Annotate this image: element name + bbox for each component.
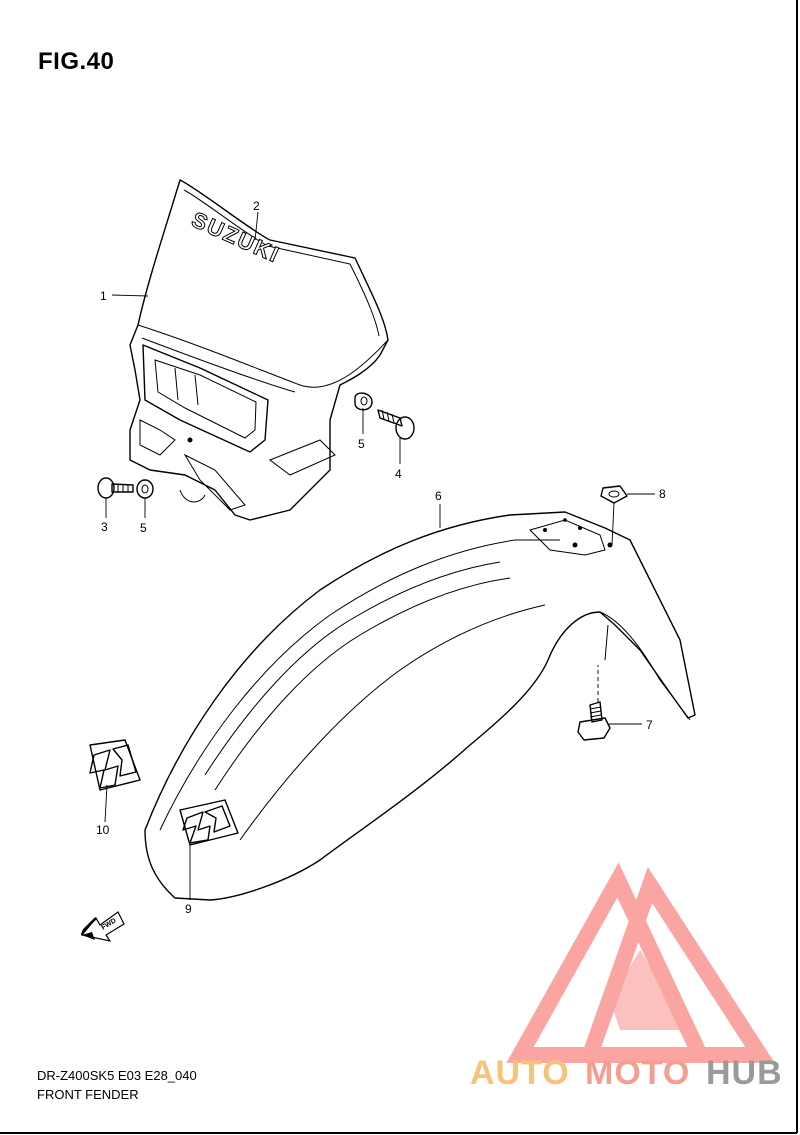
watermark-word-auto: AUTO: [470, 1054, 570, 1092]
figure-title: FIG.40: [38, 48, 115, 75]
washer-part-5b: [136, 479, 154, 499]
callout-7: 7: [646, 718, 653, 732]
watermark-word-hub: HUB: [706, 1054, 783, 1092]
headlight-housing: [129, 179, 389, 521]
callout-10: 10: [96, 823, 110, 837]
washer-part-5a: [354, 392, 373, 411]
bolt-part-3: [97, 477, 134, 499]
suzuki-s-emblem-part-9: [179, 799, 239, 846]
leader-line-8-axis: [611, 502, 615, 546]
leader-line-2: [254, 211, 259, 241]
callout-2: 2: [253, 199, 260, 213]
flange-bolt-part-7: [577, 701, 611, 741]
callout-8: 8: [659, 487, 666, 501]
forward-direction-arrow-icon: [80, 911, 125, 942]
section-name-label: FRONT FENDER: [37, 1087, 139, 1102]
watermark-logo-icon: [506, 862, 775, 1063]
suzuki-s-emblem-part-10: [89, 739, 141, 791]
callout-1: 1: [100, 289, 107, 303]
front-fender: [144, 511, 696, 901]
callout-5a: 5: [358, 437, 365, 451]
leader-line-10: [104, 784, 108, 823]
watermark-text: AUTO MOTO HUB: [470, 1054, 783, 1092]
clip-nut-part-8: [600, 485, 628, 504]
callout-4: 4: [395, 467, 402, 481]
bolt-part-4: [377, 409, 415, 440]
callout-5b: 5: [140, 521, 147, 535]
callout-9: 9: [185, 902, 192, 916]
callout-3: 3: [101, 520, 108, 534]
model-code-label: DR-Z400SK5 E03 E28_040: [37, 1068, 197, 1083]
callout-6: 6: [435, 489, 442, 503]
watermark-word-moto: MOTO: [585, 1054, 690, 1092]
leader-line-1: [111, 294, 149, 297]
suzuki-decal-text: SUZUKI: [188, 207, 284, 268]
